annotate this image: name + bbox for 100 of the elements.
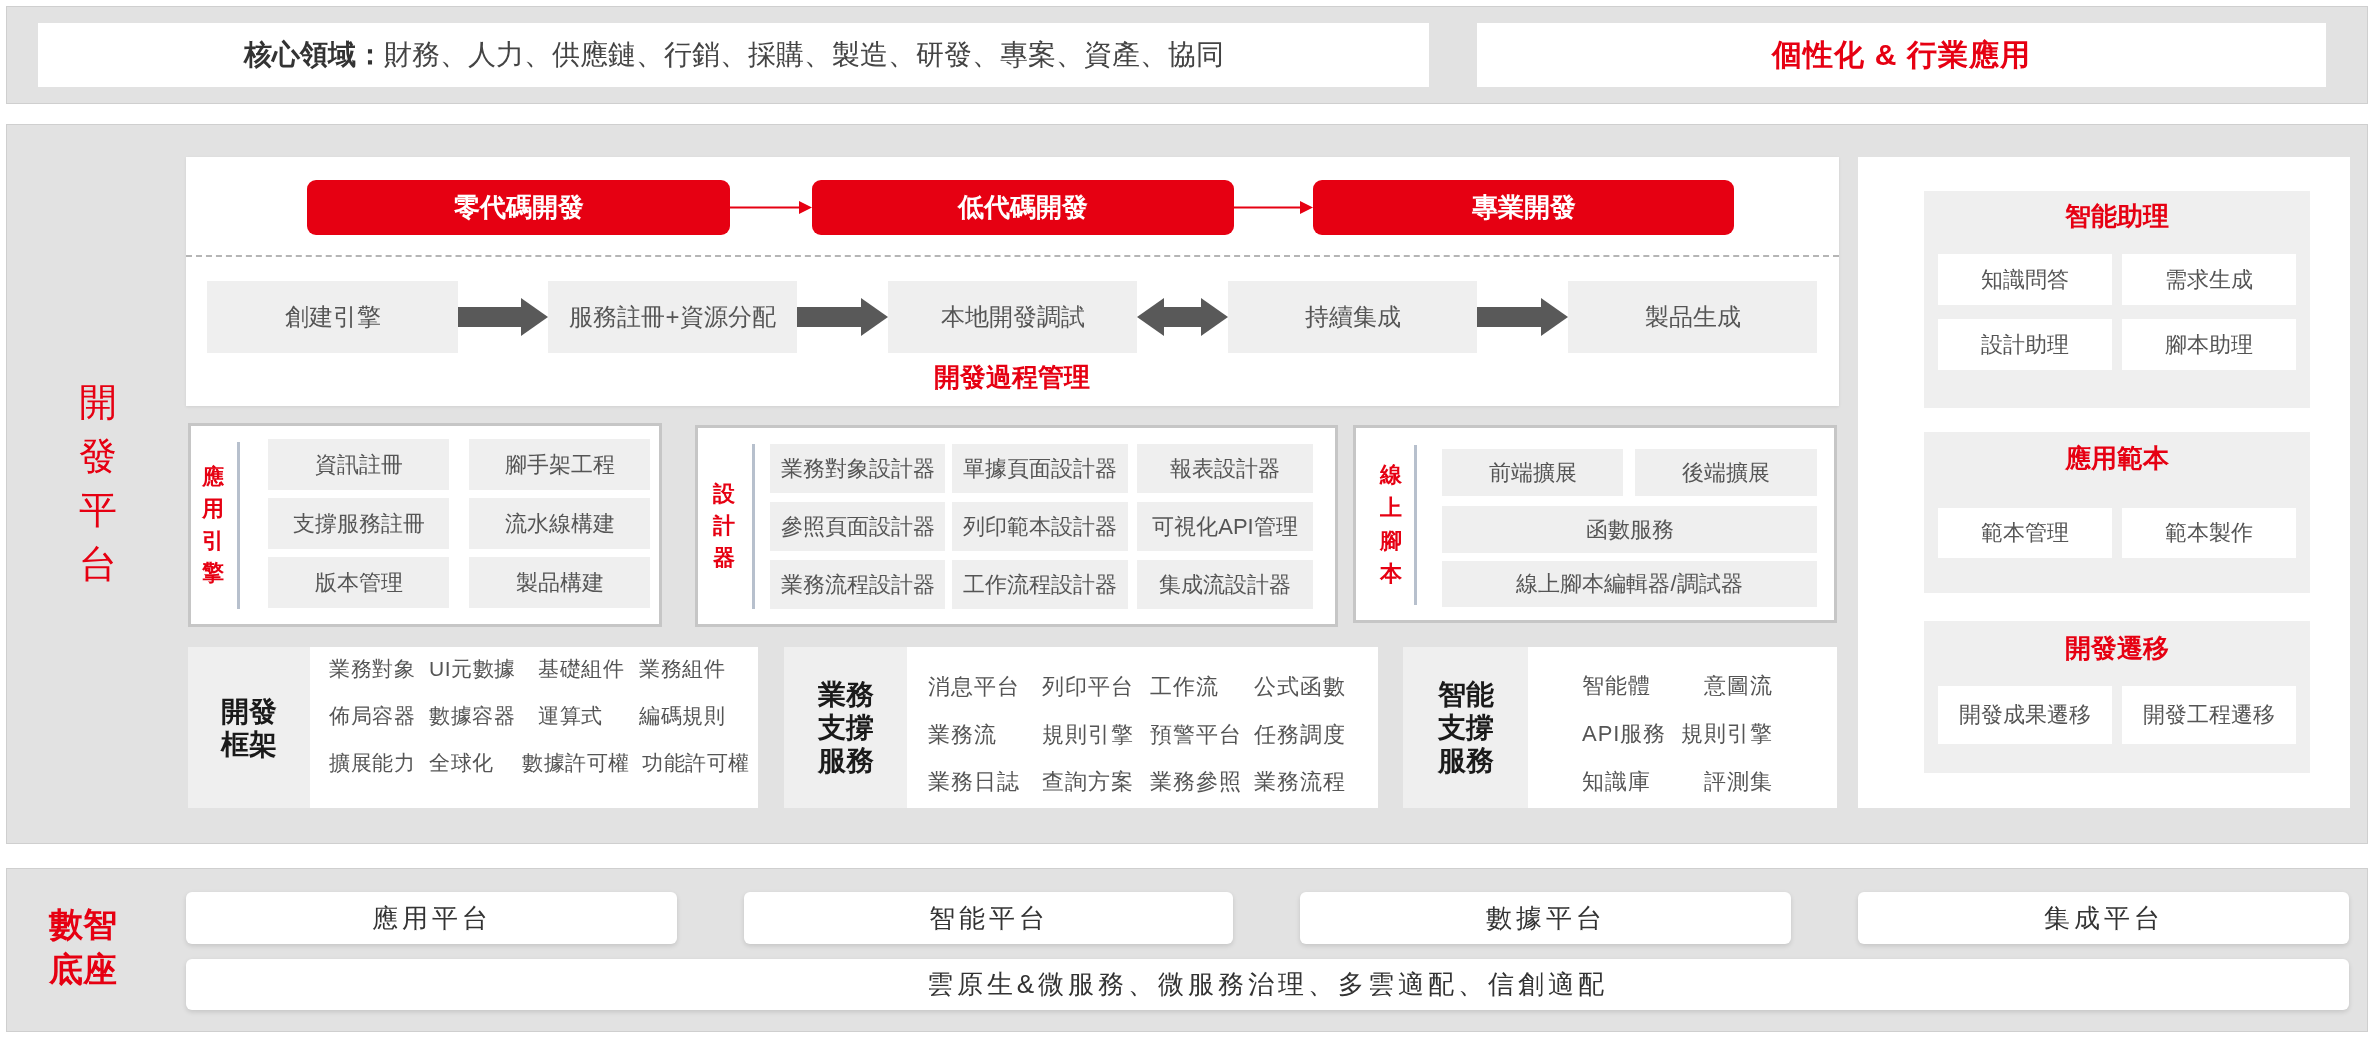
item-label: 業務日誌 [928, 768, 1020, 796]
feature-box: 開發成果遷移 [1938, 686, 2112, 744]
feature-box: 可視化API管理 [1137, 502, 1313, 551]
step-box: 持續集成 [1228, 281, 1477, 353]
feature-box: 需求生成 [2122, 254, 2296, 305]
item-label: 規則引擎 [1042, 721, 1134, 749]
group-heading: 開發遷移 [2064, 632, 2170, 665]
step-box: 製品生成 [1568, 281, 1817, 353]
domain-banner: 核心領域：財務、人力、供應鏈、行銷、採購、製造、研發、專案、資產、協同 [38, 23, 1429, 87]
step-box: 本地開發調試 [888, 281, 1137, 353]
item-label: UI元數據 [429, 656, 516, 682]
service-panel [1403, 647, 1837, 808]
feature-box: 列印範本設計器 [952, 502, 1128, 551]
feature-box: 函數服務 [1442, 506, 1817, 553]
item-label: 功能許可權 [642, 750, 750, 776]
stage-pill: 低代碼開發 [812, 180, 1234, 235]
feature-box: 業務對象設計器 [770, 444, 945, 493]
item-label: 消息平台 [928, 673, 1020, 701]
feature-box: 知識問答 [1938, 254, 2112, 305]
feature-box: 前端擴展 [1442, 449, 1623, 496]
platform-box: 應用平台 [186, 892, 677, 944]
item-label: 智能體 [1582, 672, 1651, 700]
item-label: 全球化 [429, 750, 494, 776]
process-panel [186, 157, 1839, 406]
item-label: 業務組件 [639, 656, 725, 682]
platform-box: 雲原生&微服務、微服務治理、多雲適配、信創適配 [186, 959, 2349, 1010]
item-label: 任務調度 [1254, 721, 1346, 749]
feature-box: 版本管理 [268, 557, 449, 608]
item-label: 預警平台 [1150, 721, 1242, 749]
feature-box: 支撐服務註冊 [268, 498, 449, 549]
panel-heading: 設計器 [712, 480, 736, 572]
block-arrow [1477, 298, 1568, 336]
band-heading: 數智底座 [47, 904, 118, 990]
platform-box: 智能平台 [744, 892, 1233, 944]
feature-box: 工作流程設計器 [952, 560, 1128, 609]
feature-box: 單據頁面設計器 [952, 444, 1128, 493]
module-panel [1353, 425, 1837, 623]
band-heading: 開發平台 [78, 380, 118, 587]
item-label: 運算式 [538, 703, 603, 729]
item-label: 工作流 [1150, 673, 1219, 701]
feature-box: 範本製作 [2122, 508, 2296, 558]
item-label: 基礎組件 [538, 656, 624, 682]
feature-box: 腳手架工程 [469, 439, 650, 490]
service-panel [188, 647, 758, 808]
item-label: API服務 [1582, 720, 1667, 748]
item-label: 數據容器 [429, 703, 515, 729]
block-arrow [797, 298, 888, 336]
panel-heading: 線上腳本 [1379, 461, 1403, 588]
stage-pill: 零代碼開發 [307, 180, 730, 235]
feature-box: 後端擴展 [1635, 449, 1817, 496]
item-label: 規則引擎 [1681, 720, 1773, 748]
block-arrow [1137, 298, 1228, 336]
stage-pill: 專業開發 [1313, 180, 1734, 235]
group-heading: 應用範本 [2064, 442, 2170, 475]
item-label: 查詢方案 [1042, 768, 1134, 796]
item-label: 業務參照 [1150, 768, 1242, 796]
item-label: 公式函數 [1254, 673, 1346, 701]
item-label: 評測集 [1704, 768, 1773, 796]
feature-box: 範本管理 [1938, 508, 2112, 558]
item-label: 編碼規則 [639, 703, 725, 729]
feature-box: 線上腳本編輯器/調試器 [1442, 561, 1817, 607]
service-panel [784, 647, 1378, 808]
module-panel [695, 425, 1338, 627]
step-box: 服務註冊+資源分配 [548, 281, 797, 353]
item-label: 業務流 [928, 721, 997, 749]
item-label: 業務對象 [329, 656, 415, 682]
item-label: 業務流程 [1254, 768, 1346, 796]
block-arrow [458, 298, 548, 336]
item-label: 知識庫 [1582, 768, 1651, 796]
panel-heading: 應用引擎 [201, 463, 225, 587]
panel-heading: 開發過程管理 [933, 361, 1091, 394]
feature-box: 資訊註冊 [268, 439, 449, 490]
section-heading: 開發框架 [188, 647, 310, 808]
domain-banner: 個性化 & 行業應用 [1477, 23, 2326, 87]
platform-band [6, 868, 2368, 1032]
item-label: 意圖流 [1704, 672, 1773, 700]
platform-band [6, 124, 2368, 844]
item-label: 擴展能力 [329, 750, 415, 776]
feature-box: 參照頁面設計器 [770, 502, 945, 551]
group-heading: 智能助理 [2064, 200, 2170, 233]
item-label: 列印平台 [1042, 673, 1134, 701]
platform-box: 數據平台 [1300, 892, 1791, 944]
section-heading: 業務支撐服務 [784, 647, 907, 808]
item-label: 數據許可權 [522, 750, 630, 776]
feature-box: 流水線構建 [469, 498, 650, 549]
platform-box: 集成平台 [1858, 892, 2349, 944]
feature-box: 報表設計器 [1137, 444, 1313, 493]
feature-box: 開發工程遷移 [2122, 686, 2296, 744]
arrow [729, 201, 812, 214]
step-box: 創建引擎 [207, 281, 458, 353]
feature-box: 集成流設計器 [1137, 560, 1313, 609]
feature-box: 業務流程設計器 [770, 560, 945, 609]
section-heading: 智能支撐服務 [1403, 647, 1528, 808]
feature-box: 設計助理 [1938, 319, 2112, 370]
feature-box: 腳本助理 [2122, 319, 2296, 370]
side-panel [1858, 157, 2350, 808]
arrow [1233, 201, 1313, 214]
module-panel [188, 423, 662, 627]
item-label: 佈局容器 [329, 703, 415, 729]
feature-box: 製品構建 [469, 557, 650, 608]
